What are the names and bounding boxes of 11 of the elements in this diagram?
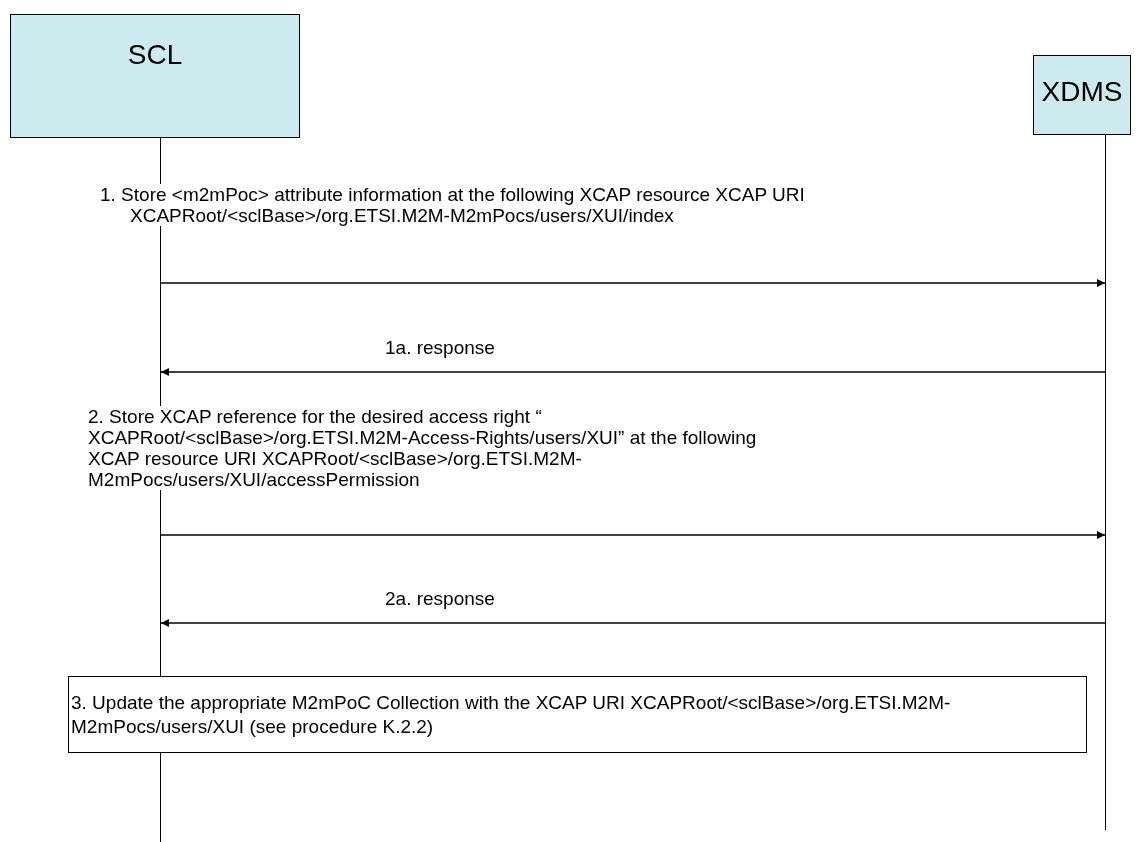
message-arrow	[160, 368, 1106, 376]
message-arrow	[160, 619, 1106, 627]
note-box	[68, 676, 1087, 753]
lifeline-header	[10, 14, 300, 138]
participant-name: SCL	[127, 39, 183, 72]
lifeline-header	[1033, 55, 1131, 135]
message-arrow	[160, 531, 1106, 539]
note-text: 3. Update the appropriate M2mPoC Collection with the XCAP URI XCAPRoot/<sclBase>/org.ETSI.M2M-M2mPocs/users/XUI (see procedure K.2.2)	[71, 691, 952, 739]
message-arrow	[160, 279, 1106, 287]
lifeline	[1105, 135, 1106, 830]
participant-name: XDMS	[1041, 76, 1123, 109]
